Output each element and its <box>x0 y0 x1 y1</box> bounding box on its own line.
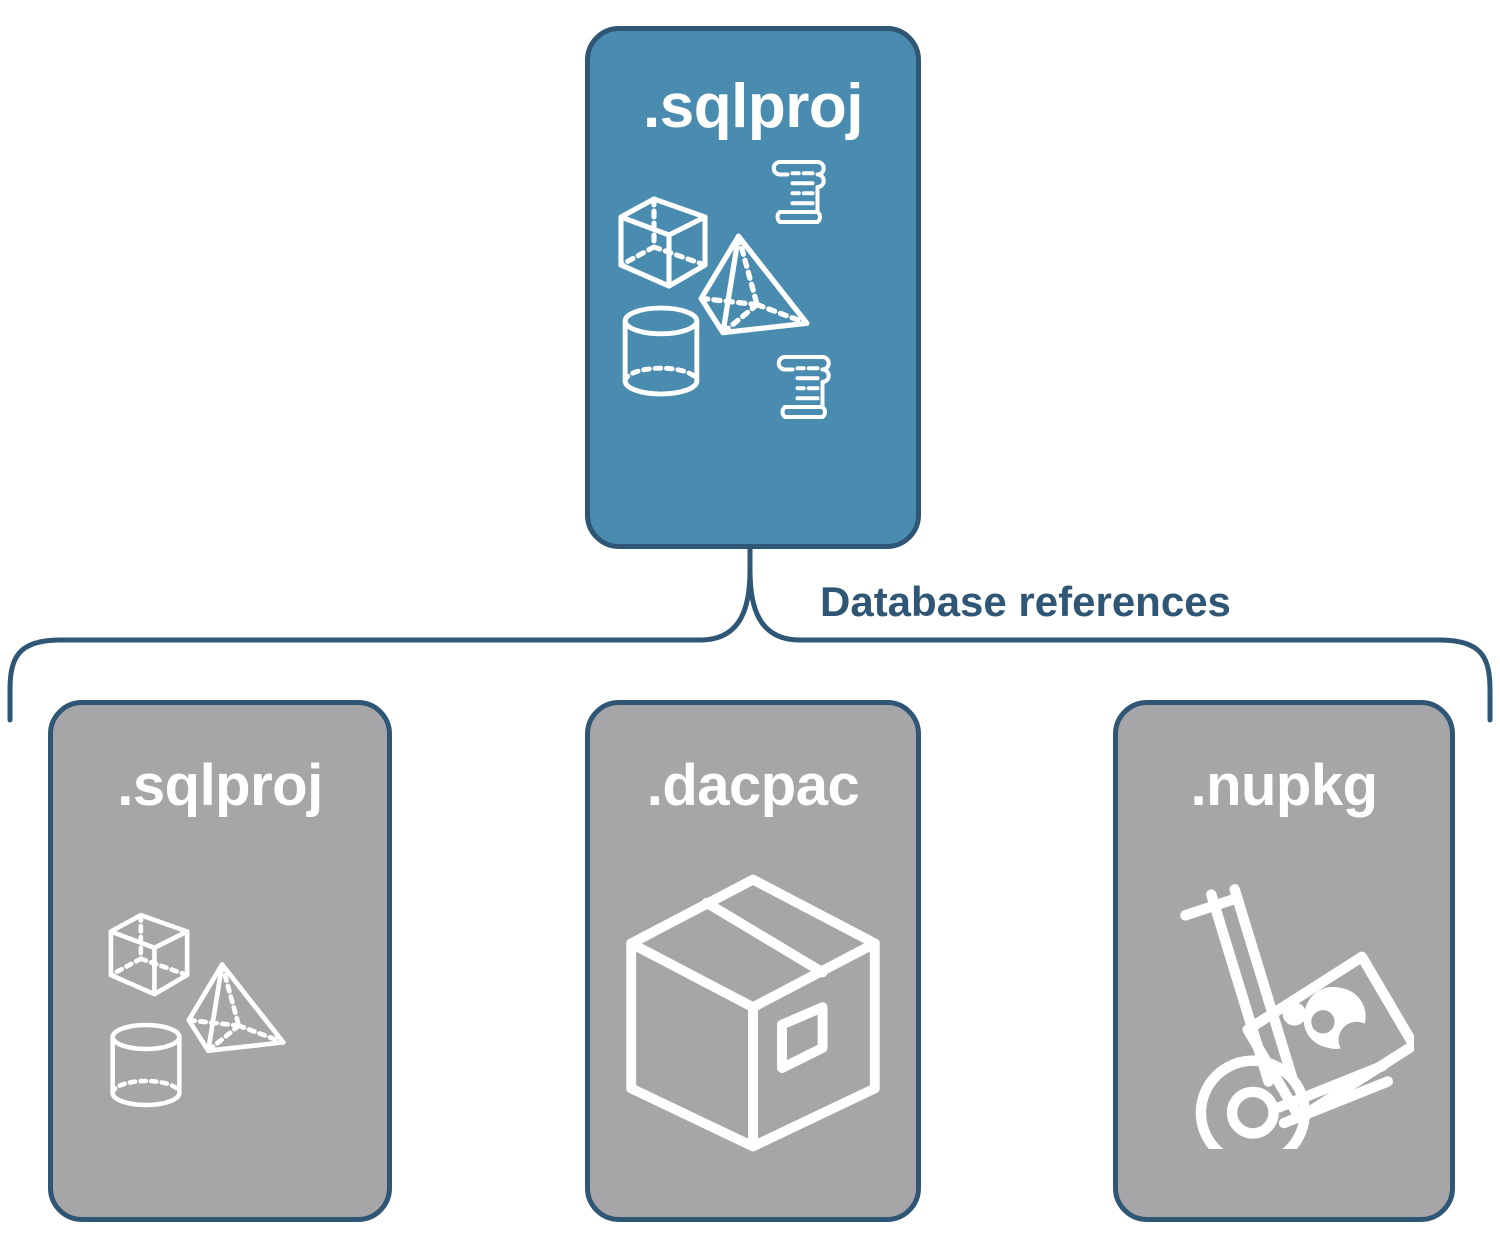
scroll-script-icon <box>771 160 826 224</box>
cube-wireframe-icon <box>618 196 708 289</box>
cube-wireframe-icon <box>108 912 190 997</box>
root-icon-group <box>585 152 921 452</box>
bracket-label: Database references <box>810 578 1241 626</box>
card-reference-dacpac[interactable]: .dacpac <box>585 700 921 1222</box>
card-reference-nupkg[interactable]: .nupkg <box>1113 700 1455 1222</box>
pyramid-wireframe-icon <box>698 233 810 336</box>
dacpac-icon-group <box>590 815 916 1217</box>
sqlproj-icon-group <box>53 815 387 1217</box>
card-dacpac-title: .dacpac <box>646 753 860 818</box>
hand-truck-package-icon <box>1180 884 1414 1149</box>
card-root-title: .sqlproj <box>643 72 863 141</box>
bracket-left-arm <box>7 567 753 723</box>
card-sqlproj-title: .sqlproj <box>117 753 323 818</box>
card-reference-sqlproj[interactable]: .sqlproj <box>48 700 392 1222</box>
card-nupkg-title: .nupkg <box>1190 753 1378 818</box>
scroll-script-icon <box>776 355 831 419</box>
pyramid-wireframe-icon <box>186 962 286 1054</box>
cylinder-wireframe-icon <box>110 1022 182 1108</box>
card-root-sqlproj[interactable]: .sqlproj <box>585 26 921 549</box>
shipping-box-icon <box>626 874 880 1152</box>
nupkg-icon-group <box>1118 815 1450 1217</box>
cylinder-wireframe-icon <box>622 305 700 397</box>
